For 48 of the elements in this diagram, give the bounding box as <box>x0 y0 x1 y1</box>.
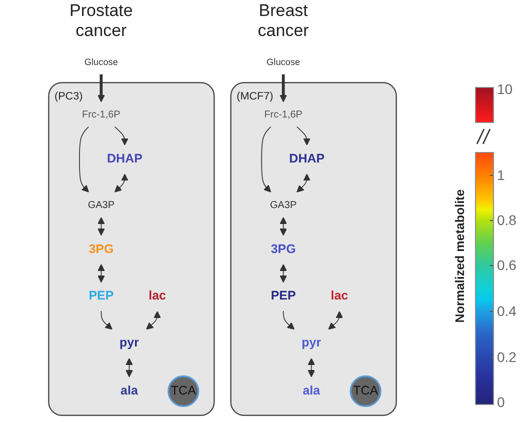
arrow <box>296 126 311 146</box>
node-circle: TCA <box>168 375 200 408</box>
tick-label: 0.6 <box>497 257 516 273</box>
node-text: DHAP <box>289 152 325 166</box>
node-text: ala <box>120 384 138 398</box>
scale-title: Normalized metabolite <box>453 189 467 323</box>
arrow <box>126 358 133 378</box>
arrow <box>261 126 272 192</box>
tick-label: 0 <box>497 394 505 410</box>
tick-label: 0.2 <box>497 349 516 365</box>
node-text: Glucose <box>266 57 300 68</box>
node-text: GA3P <box>88 198 114 210</box>
node-circle: TCA <box>350 375 382 408</box>
node-text: DHAP <box>107 152 142 166</box>
tick-label: 0.4 <box>497 303 516 319</box>
node-text: pyr <box>120 336 139 350</box>
node-text: PEP <box>270 288 296 304</box>
node-text: Glucose <box>84 57 118 68</box>
node-text: lac <box>330 288 348 304</box>
arrow <box>308 358 316 378</box>
arrow <box>98 74 105 102</box>
node-text: Frc-1,6P <box>82 108 120 120</box>
arrow <box>328 310 344 330</box>
arrow <box>280 264 287 283</box>
arrow <box>280 74 287 102</box>
node-text: PEP <box>88 288 114 304</box>
node-text: Frc-1,6P <box>264 108 302 120</box>
column-heading: Breast cancer <box>256 1 310 41</box>
tick-label: 0.8 <box>497 212 516 228</box>
arrow <box>114 126 128 146</box>
arrow <box>100 310 112 330</box>
arrow <box>114 174 128 192</box>
arrow <box>79 126 90 192</box>
column-heading: Prostate cancer <box>68 1 134 41</box>
tick-label: 1 <box>497 167 505 183</box>
node-text: lac <box>148 288 166 304</box>
arrow <box>296 174 311 192</box>
arrow <box>98 217 105 236</box>
arrow <box>98 264 105 283</box>
node-text: 3PG <box>88 242 114 256</box>
node-text: ala <box>302 384 320 398</box>
node-text: GA3P <box>270 198 297 210</box>
arrow <box>280 217 287 236</box>
node-text: 3PG <box>270 242 296 256</box>
node-text: pyr <box>302 336 322 350</box>
arrow <box>146 310 161 330</box>
tick-label: 10 <box>497 81 513 97</box>
arrow <box>282 310 295 330</box>
